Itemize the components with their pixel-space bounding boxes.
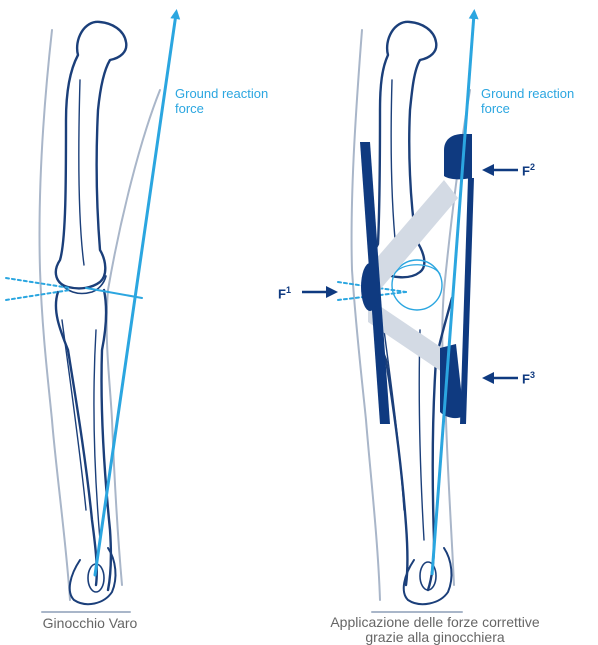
force-label-f1: F1 bbox=[278, 285, 291, 301]
left-moment-arm bbox=[86, 288, 142, 298]
brace-hinge bbox=[361, 263, 379, 311]
right-fibula bbox=[384, 330, 424, 540]
right-ground-reaction-line1: Ground reaction bbox=[481, 86, 574, 101]
brace-medial-bar bbox=[460, 178, 474, 424]
right-caption: Applicazione delle forze correttive graz… bbox=[290, 615, 580, 645]
right-caption-line2: grazie alla ginocchiera bbox=[290, 630, 580, 645]
left-ground-reaction-line2: force bbox=[175, 101, 268, 116]
force-label-f2-sup: 2 bbox=[530, 162, 535, 172]
right-ground-reaction-line2: force bbox=[481, 101, 574, 116]
left-axis-dotted-lower bbox=[6, 290, 70, 300]
brace-upper-pad bbox=[444, 134, 472, 179]
force-label-f2-letter: F bbox=[522, 163, 530, 178]
left-leg bbox=[6, 14, 176, 612]
right-femur-inner bbox=[391, 80, 396, 250]
force-arrow-1-head bbox=[326, 286, 338, 298]
left-ground-reaction-line1: Ground reaction bbox=[175, 86, 268, 101]
force-label-f2: F2 bbox=[522, 162, 535, 178]
right-foot bbox=[404, 548, 452, 604]
force-label-f3-sup: 3 bbox=[530, 370, 535, 380]
right-caption-line1: Applicazione delle forze correttive bbox=[290, 615, 580, 630]
right-patella-outer bbox=[392, 260, 442, 310]
brace-hardware bbox=[360, 134, 474, 424]
force-label-f1-sup: 1 bbox=[286, 285, 291, 295]
left-caption: Ginocchio Varo bbox=[20, 616, 160, 631]
force-label-f3-letter: F bbox=[522, 371, 530, 386]
force-label-f3: F3 bbox=[522, 370, 535, 386]
right-ground-reaction-label: Ground reaction force bbox=[481, 86, 574, 116]
left-femur-inner bbox=[79, 80, 84, 265]
force-label-f1-letter: F bbox=[278, 286, 286, 301]
left-foot bbox=[70, 548, 116, 604]
left-ground-reaction-label: Ground reaction force bbox=[175, 86, 268, 116]
force-arrow-2-head bbox=[482, 164, 494, 176]
force-arrow-3-head bbox=[482, 372, 494, 384]
